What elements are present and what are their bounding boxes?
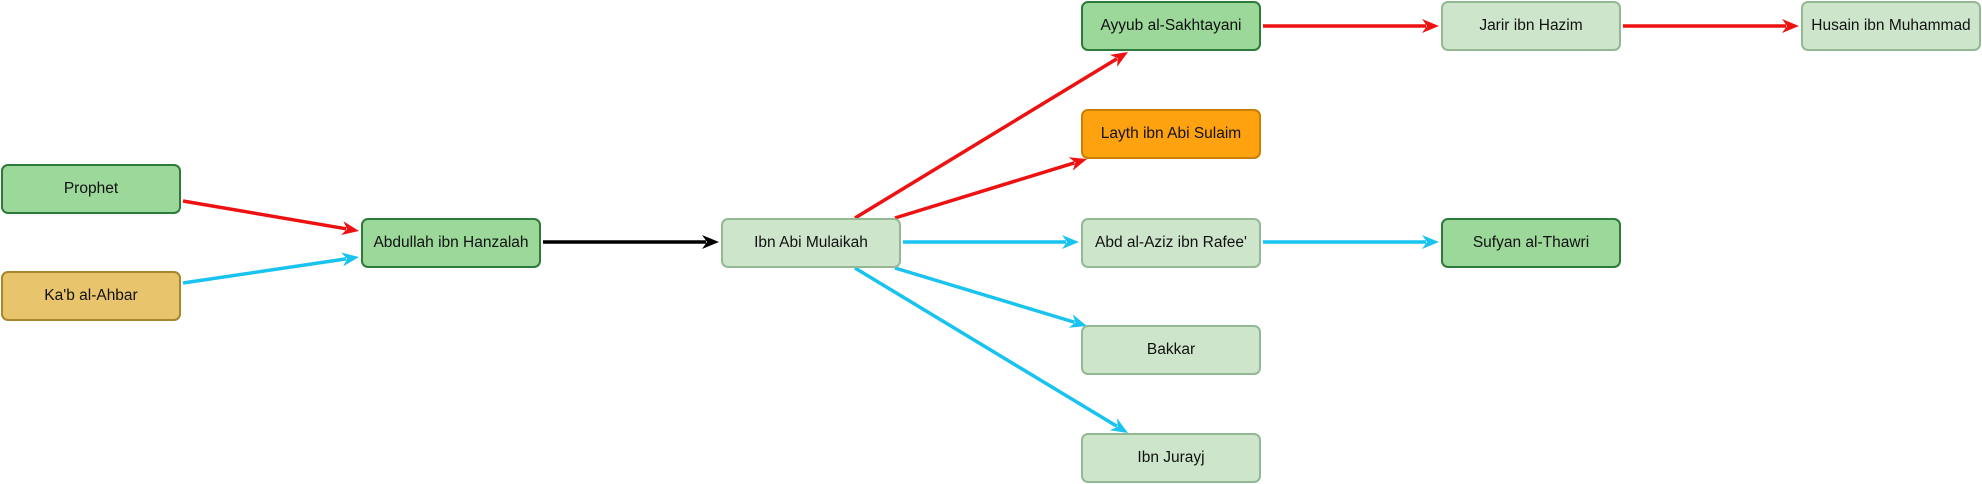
node-label: Layth ibn Abi Sulaim — [1100, 124, 1242, 142]
arrowhead — [341, 252, 359, 267]
edge-ibnabi-to-ibnjurayj — [854, 266, 1128, 433]
node-prophet: Prophet — [1, 164, 181, 214]
arrowhead — [1782, 19, 1799, 33]
edge-line — [182, 257, 347, 285]
edge-abdullah-to-ibnabi — [543, 235, 719, 249]
node-label: Abdullah ibn Hanzalah — [373, 233, 529, 251]
arrowhead — [1068, 157, 1087, 171]
node-ibn-abi-mulaikah: Ibn Abi Mulaikah — [721, 218, 901, 268]
edge-ibnabi-to-ayyub — [854, 52, 1128, 220]
edge-line — [894, 266, 1076, 324]
edge-line — [854, 57, 1118, 220]
arrowhead — [1422, 235, 1439, 249]
node-label: Ayyub al-Sakhtayani — [1100, 16, 1242, 34]
node-label: Jarir ibn Hazim — [1479, 16, 1583, 34]
edge-abdalaziz-to-sufyan — [1263, 235, 1439, 249]
arrowhead — [1422, 19, 1439, 33]
node-abdullah-ibn-hanzalah: Abdullah ibn Hanzalah — [361, 218, 541, 268]
node-label: Abd al-Aziz ibn Rafee' — [1094, 233, 1247, 251]
node-label: Ibn Abi Mulaikah — [754, 233, 868, 251]
node-abd-al-aziz-ibn-rafee: Abd al-Aziz ibn Rafee' — [1081, 218, 1261, 268]
edge-kab-to-abdullah — [182, 252, 359, 285]
node-label: Bakkar — [1146, 340, 1196, 358]
node-layth-ibn-abi-sulaim: Layth ibn Abi Sulaim — [1081, 109, 1261, 159]
edge-ayyub-to-jarir — [1263, 19, 1439, 33]
arrowhead — [1068, 314, 1087, 328]
arrowhead — [341, 221, 359, 236]
node-ibn-jurayj: Ibn Jurayj — [1081, 433, 1261, 483]
edge-line — [182, 199, 347, 231]
node-bakkar: Bakkar — [1081, 325, 1261, 375]
edge-line — [894, 161, 1076, 220]
arrowhead — [1109, 52, 1128, 67]
node-husain-ibn-muhammad: Husain ibn Muhammad — [1801, 1, 1981, 51]
edge-ibnabi-to-bakkar — [894, 266, 1087, 328]
edge-line — [854, 266, 1118, 428]
edge-prophet-to-abdullah — [182, 199, 359, 236]
arrowhead — [1062, 235, 1079, 249]
node-label: Husain ibn Muhammad — [1811, 16, 1971, 34]
node-jarir-ibn-hazim: Jarir ibn Hazim — [1441, 1, 1621, 51]
node-label: Ibn Jurayj — [1137, 448, 1205, 466]
arrowhead — [702, 235, 719, 249]
node-kab-al-ahbar: Ka'b al-Ahbar — [1, 271, 181, 321]
node-ayyub-al-sakhtayani: Ayyub al-Sakhtayani — [1081, 1, 1261, 51]
edge-ibnabi-to-abdalaziz — [903, 235, 1079, 249]
node-label: Ka'b al-Ahbar — [44, 286, 138, 304]
node-label: Sufyan al-Thawri — [1472, 233, 1590, 251]
node-sufyan-al-thawri: Sufyan al-Thawri — [1441, 218, 1621, 268]
edge-jarir-to-husain — [1623, 19, 1799, 33]
edge-ibnabi-to-layth — [894, 157, 1087, 220]
node-label: Prophet — [63, 179, 119, 197]
arrowhead — [1109, 418, 1128, 433]
